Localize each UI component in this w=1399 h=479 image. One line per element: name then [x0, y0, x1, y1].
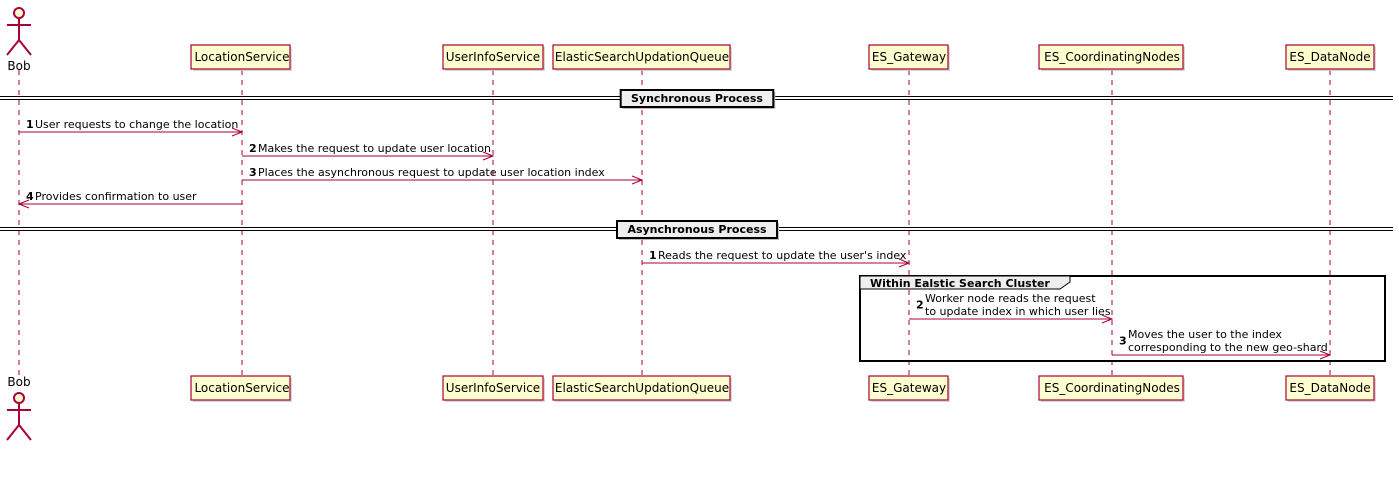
participant-coord-top: ES_CoordinatingNodes — [1038, 44, 1185, 71]
participant-label: UserInfoService — [446, 50, 540, 64]
message-number: 2 — [249, 142, 257, 155]
message-text: User requests to change the location — [35, 118, 238, 131]
participant-label: ES_Gateway — [872, 50, 946, 64]
actor-icon — [6, 392, 32, 441]
participant-queue-top: ElasticSearchUpdationQueue — [552, 44, 732, 71]
participant-queue-bottom: ElasticSearchUpdationQueue — [552, 375, 732, 402]
group-within-cluster: Within Ealstic Search Cluster — [859, 275, 1386, 362]
arrowhead-icon — [231, 127, 244, 137]
group-label: Within Ealstic Search Cluster — [870, 277, 1050, 290]
message-text: Moves the user to the index — [1128, 328, 1282, 341]
arrowhead-icon — [631, 175, 644, 185]
participant-label: ElasticSearchUpdationQueue — [555, 381, 729, 395]
participant-location-top: LocationService — [190, 44, 292, 71]
actor-name: Bob — [7, 59, 30, 73]
lifelines — [18, 70, 1331, 376]
divider-asynchronous: Asynchronous Process — [0, 220, 1393, 240]
message-text: Worker node reads the request — [925, 292, 1096, 305]
message-number: 1 — [649, 249, 657, 262]
message-text: Provides confirmation to user — [35, 190, 197, 203]
participant-label: LocationService — [194, 50, 289, 64]
participants: BobBobLocationServiceLocationServiceUser… — [6, 7, 1376, 441]
message-text: Reads the request to update the user's i… — [658, 249, 907, 262]
group-frame — [859, 275, 1386, 362]
divider-label: Asynchronous Process — [627, 223, 767, 236]
participant-datanode-bottom: ES_DataNode — [1285, 375, 1376, 402]
message-number: 3 — [1119, 335, 1127, 348]
participant-label: LocationService — [194, 381, 289, 395]
participant-userinfo-bottom: UserInfoService — [442, 375, 545, 402]
actor-icon — [6, 7, 32, 56]
message-text: corresponding to the new geo-shard — [1128, 341, 1328, 354]
participant-label: ES_Gateway — [872, 381, 946, 395]
message-number: 1 — [26, 118, 34, 131]
message-text: to update index in which user lies — [925, 305, 1111, 318]
arrowhead-icon — [482, 151, 495, 161]
actor-name: Bob — [7, 375, 30, 389]
participant-datanode-top: ES_DataNode — [1285, 44, 1376, 71]
arrowhead-icon — [898, 258, 911, 268]
arrowhead-icon — [1319, 350, 1332, 360]
participant-label: ElasticSearchUpdationQueue — [555, 50, 729, 64]
divider-label: Synchronous Process — [631, 92, 763, 105]
message-number: 3 — [249, 166, 257, 179]
divider-synchronous: Synchronous Process — [0, 89, 1393, 109]
message-number: 2 — [916, 299, 924, 312]
actor-bob-top: Bob — [6, 7, 32, 73]
participant-gateway-top: ES_Gateway — [868, 44, 950, 71]
participant-label: ES_CoordinatingNodes — [1044, 381, 1180, 395]
message-text: Places the asynchronous request to updat… — [258, 166, 605, 179]
participant-label: ES_DataNode — [1289, 381, 1370, 395]
participant-label: ES_DataNode — [1289, 50, 1370, 64]
participant-location-bottom: LocationService — [190, 375, 292, 402]
arrowhead-icon — [17, 199, 30, 209]
participant-userinfo-top: UserInfoService — [442, 44, 545, 71]
actor-bob-bottom: Bob — [6, 375, 32, 441]
arrowhead-icon — [1101, 314, 1114, 324]
participant-gateway-bottom: ES_Gateway — [868, 375, 950, 402]
message-text: Makes the request to update user locatio… — [258, 142, 491, 155]
participant-coord-bottom: ES_CoordinatingNodes — [1038, 375, 1185, 402]
participant-label: ES_CoordinatingNodes — [1044, 50, 1180, 64]
message-number: 4 — [26, 190, 34, 203]
participant-label: UserInfoService — [446, 381, 540, 395]
